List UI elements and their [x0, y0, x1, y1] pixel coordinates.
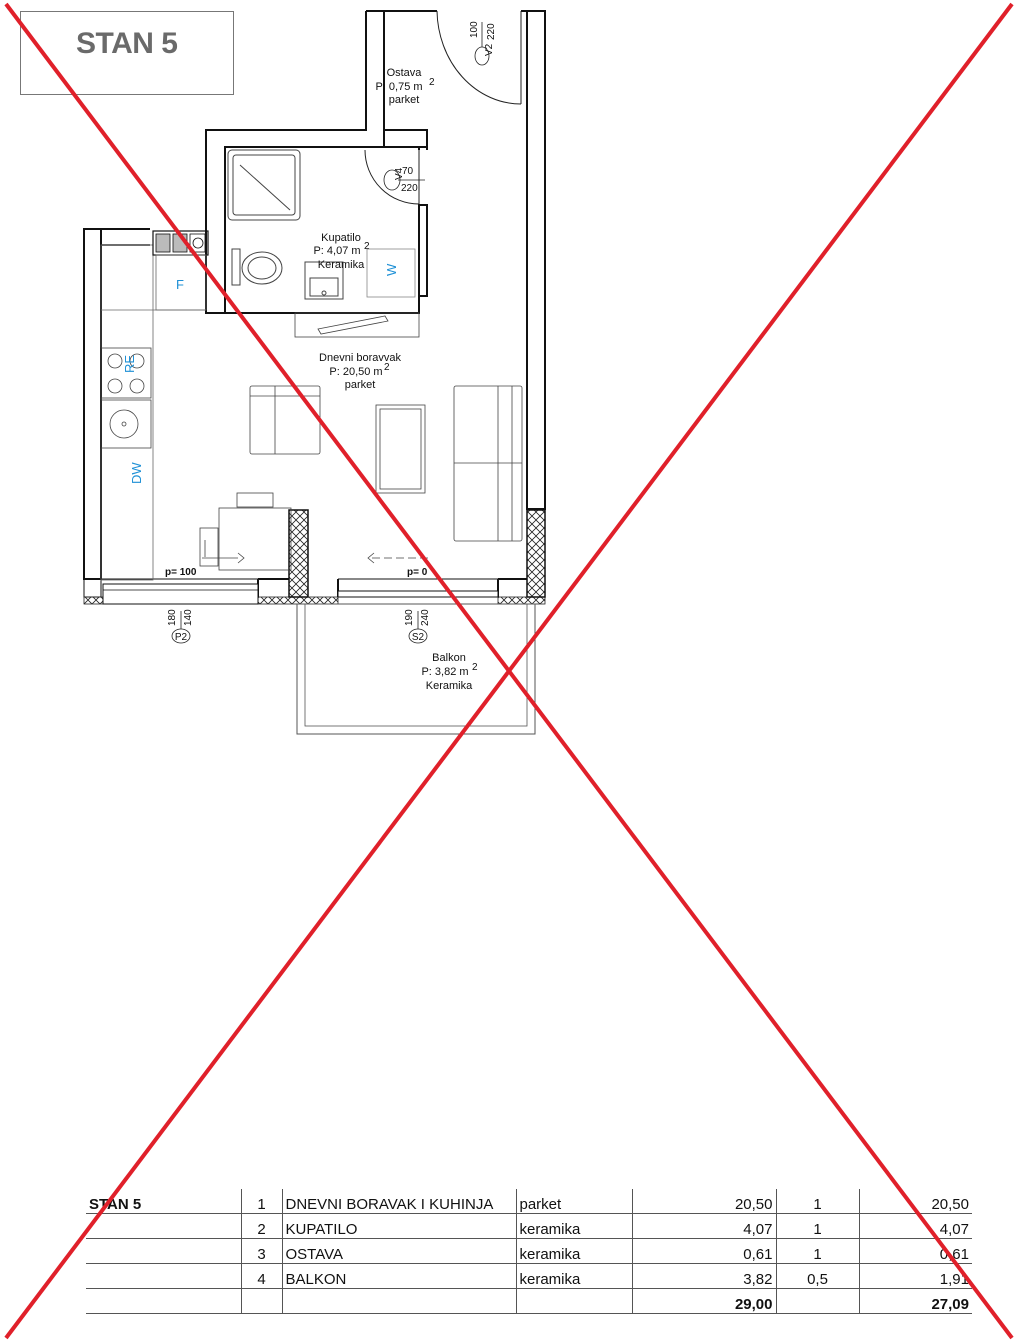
unit-cell — [86, 1238, 241, 1264]
balcony — [296, 603, 536, 735]
ostava-area-sup: 2 — [429, 77, 435, 88]
kupatilo-floor: Keramika — [318, 259, 365, 271]
empty-cell — [240, 1288, 282, 1314]
v4-height: 220 — [401, 183, 418, 194]
ostava-floor: parket — [389, 94, 420, 106]
unit-cell — [86, 1263, 241, 1289]
kupatilo-area-sup: 2 — [364, 241, 370, 252]
empty-cell — [775, 1288, 859, 1314]
p2-tag: P2 — [175, 632, 188, 643]
sofa — [453, 385, 523, 542]
room-cell: OSTAVA — [281, 1238, 516, 1264]
p2-a: 180 — [167, 609, 178, 626]
kitchen-counter — [100, 230, 209, 581]
balkon-area: P: 3,82 m — [421, 666, 468, 678]
factor-cell: 1 — [775, 1213, 859, 1239]
v2-height: 220 — [486, 23, 497, 40]
factor-cell: 1 — [775, 1189, 859, 1214]
total-net-area: 27,09 — [858, 1288, 972, 1314]
v2-tag: V2 — [484, 43, 495, 56]
ostava-name: Ostava — [387, 67, 423, 79]
balkon-area-sup: 2 — [472, 662, 478, 673]
net-area-cell: 4,07 — [858, 1213, 972, 1239]
s2-b: 240 — [420, 609, 431, 626]
empty-cell — [281, 1288, 516, 1314]
number-cell: 3 — [240, 1238, 282, 1264]
s2-tag: S2 — [412, 632, 425, 643]
room-cell: DNEVNI BORAVAK I KUHINJA — [281, 1189, 516, 1214]
net-area-cell: 20,50 — [858, 1189, 972, 1214]
floor-cell: keramika — [515, 1213, 632, 1239]
balkon-name: Balkon — [432, 652, 466, 664]
p2-b: 140 — [183, 609, 194, 626]
v4-width: 70 — [402, 166, 414, 177]
net-area-cell: 1,91 — [858, 1263, 972, 1289]
v2-width: 100 — [469, 21, 480, 38]
ostava-area: P: 0,75 m — [375, 81, 422, 93]
area-cell: 0,61 — [631, 1238, 776, 1264]
factor-cell: 0,5 — [775, 1263, 859, 1289]
kupatilo-name: Kupatilo — [321, 232, 361, 244]
floor-cell: keramika — [515, 1263, 632, 1289]
dnevni-area: P: 20,50 m — [329, 366, 382, 378]
empty-cell — [86, 1288, 241, 1314]
dnevni-floor: parket — [345, 379, 376, 391]
floor-cell: parket — [515, 1189, 632, 1214]
fridge-label: F — [176, 277, 184, 292]
empty-cell — [515, 1288, 632, 1314]
total-area: 29,00 — [631, 1288, 776, 1314]
s2-sill: p= 0 — [407, 567, 428, 578]
net-area-cell: 0,61 — [858, 1238, 972, 1264]
dnevni-area-sup: 2 — [384, 362, 390, 373]
s2-a: 190 — [404, 609, 415, 626]
floor-cell: keramika — [515, 1238, 632, 1264]
shower — [227, 149, 301, 221]
area-cell: 4,07 — [631, 1213, 776, 1239]
kitchen-sink — [100, 399, 152, 449]
range-label: RE — [122, 355, 137, 373]
washer-label: W — [384, 263, 399, 276]
unit-cell — [86, 1213, 241, 1239]
tv-unit — [294, 312, 420, 338]
coffee-table — [375, 404, 426, 494]
room-cell: KUPATILO — [281, 1213, 516, 1239]
total-row: 29,00 27,09 — [86, 1288, 972, 1314]
dining-set — [199, 492, 292, 571]
area-cell: 20,50 — [631, 1189, 776, 1214]
area-cell: 3,82 — [631, 1263, 776, 1289]
toilet — [231, 248, 283, 286]
balkon-floor: Keramika — [426, 680, 473, 692]
room-cell: BALKON — [281, 1263, 516, 1289]
unit-cell: STAN 5 — [86, 1189, 241, 1214]
opening-arrows — [202, 552, 428, 564]
kupatilo-area: P: 4,07 m — [313, 245, 360, 257]
p2-sill: p= 100 — [165, 567, 197, 578]
armchair — [249, 385, 321, 455]
factor-cell: 1 — [775, 1238, 859, 1264]
number-cell: 2 — [240, 1213, 282, 1239]
dishwasher-label: DW — [129, 462, 144, 484]
number-cell: 1 — [240, 1189, 282, 1214]
number-cell: 4 — [240, 1263, 282, 1289]
